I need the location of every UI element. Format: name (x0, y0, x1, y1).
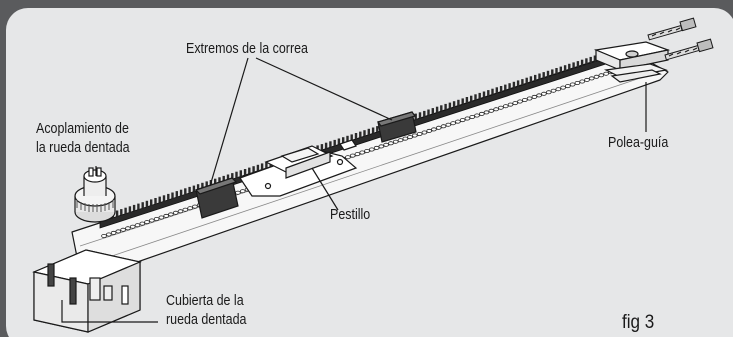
sprocket-coupling (74, 167, 116, 223)
figure-number: fig 3 (622, 312, 655, 333)
belt-end-clamp-left (194, 177, 239, 219)
label-cover-line2: rueda dentada (166, 312, 247, 328)
rail (71, 57, 669, 269)
threaded-rods (647, 17, 714, 61)
label-coupling-line1: Acoplamiento de (36, 121, 129, 137)
guide-pulley-bracket (593, 41, 671, 83)
belt-end-clamp-right (377, 111, 417, 143)
trolley-latch (239, 139, 358, 197)
sprocket-cover (32, 249, 142, 333)
label-coupling-line2: la rueda dentada (36, 140, 130, 156)
label-guide-pulley: Polea-guía (608, 135, 669, 151)
label-latch: Pestillo (330, 207, 371, 223)
leader-lines (61, 57, 647, 323)
label-belt-ends: Extremos de la correa (186, 41, 308, 57)
belt-upper-run (98, 50, 614, 229)
label-cover-line1: Cubierta de la (166, 293, 244, 309)
